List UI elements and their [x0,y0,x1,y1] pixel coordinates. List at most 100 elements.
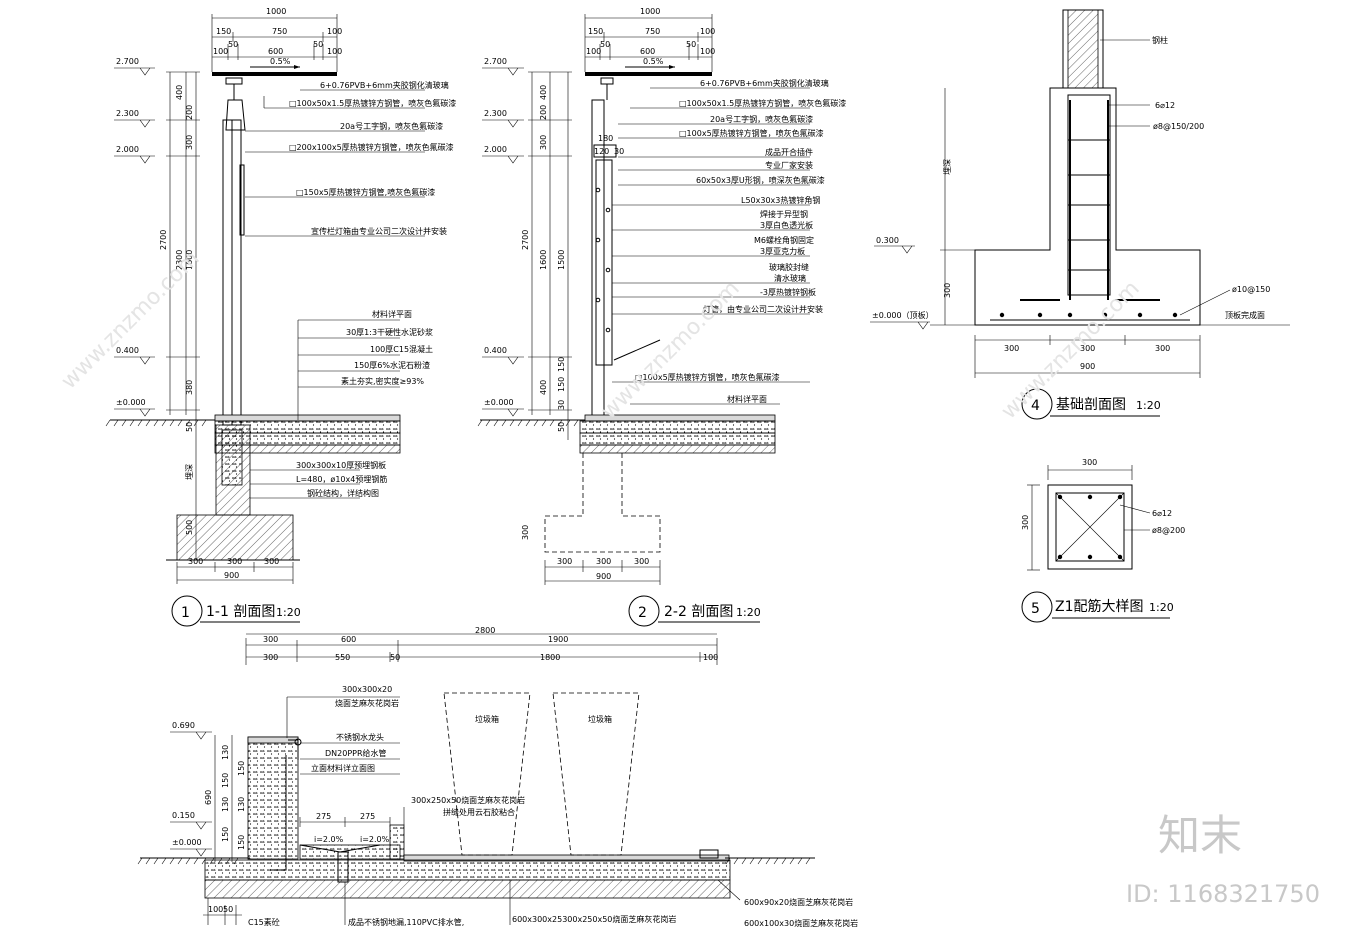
svg-text:2-2 剖面图: 2-2 剖面图 [664,604,733,620]
svg-text:150: 150 [237,835,246,850]
svg-text:成品不锈钢地漏,110PVC排水管,: 成品不锈钢地漏,110PVC排水管, [348,917,464,927]
svg-text:5: 5 [1031,601,1040,617]
svg-text:1:20: 1:20 [736,606,761,619]
svg-text:100: 100 [700,47,715,56]
svg-text:www.znzmo.com: www.znzmo.com [57,246,205,394]
svg-text:200: 200 [539,105,548,120]
s2-notes: 6+0.76PVB+6mm夹胶钢化清玻璃 □100x50x1.5厚热镀锌方钢管，… [612,78,846,405]
svg-text:Z1配筋大样图: Z1配筋大样图 [1055,598,1144,615]
svg-text:600: 600 [640,47,655,56]
s3-vert-dims: 690 130 150 130 150 150 130 150 [204,735,246,862]
svg-text:1600: 1600 [185,250,194,270]
svg-text:□100x5厚热镀锌方钢管，喷灰色氟碳漆: □100x5厚热镀锌方钢管，喷灰色氟碳漆 [679,128,824,138]
svg-text:6⌀12: 6⌀12 [1155,101,1175,110]
svg-text:550: 550 [335,653,350,662]
svg-text:100: 100 [327,47,342,56]
s2-vert-dims: 2700 400 200 300 1600 1500 400 150 150 5… [521,71,624,540]
svg-text:立面材料详立面图: 立面材料详立面图 [311,763,375,773]
svg-text:300: 300 [521,525,530,540]
svg-text:1: 1 [181,605,190,621]
svg-text:600: 600 [341,635,356,644]
svg-text:150: 150 [557,377,566,392]
svg-text:烧面芝麻灰花岗岩: 烧面芝麻灰花岗岩 [335,698,399,708]
svg-text:1:20: 1:20 [276,606,301,619]
watermark: www.znzmo.com www.znzmo.com www.znzmo.co… [57,246,1320,908]
svg-text:50: 50 [686,40,696,49]
svg-text:2.700: 2.700 [484,57,507,66]
svg-text:1-1 剖面图: 1-1 剖面图 [206,604,275,620]
svg-text:埋深: 埋深 [942,159,952,175]
s1-levels: 2.700 2.300 2.000 0.400 ±0.000 [114,57,155,417]
svg-text:900: 900 [1080,362,1095,371]
svg-text:300: 300 [1021,515,1030,530]
svg-text:3厚亚克力板: 3厚亚克力板 [760,246,805,256]
svg-text:300: 300 [943,283,952,298]
svg-text:30: 30 [614,147,624,156]
logo-watermark: 知末 [1158,811,1242,860]
svg-text:100: 100 [213,47,228,56]
svg-text:成品开合插件: 成品开合插件 [765,147,813,157]
svg-text:750: 750 [645,27,660,36]
svg-text:300: 300 [1082,458,1097,467]
s3-levels: 0.690 0.150 ±0.000 [170,721,212,857]
svg-text:钢砼结构，详结构图: 钢砼结构，详结构图 [307,488,379,498]
svg-text:50: 50 [223,905,233,914]
svg-text:2.300: 2.300 [484,109,507,118]
svg-text:300: 300 [1155,344,1170,353]
svg-text:1500: 1500 [557,250,566,270]
svg-text:□200x100x5厚热镀锌方钢管，喷灰色氟碳漆: □200x100x5厚热镀锌方钢管，喷灰色氟碳漆 [289,142,454,152]
svg-text:300: 300 [227,557,242,566]
svg-text:900: 900 [596,572,611,581]
svg-text:顶板完成面: 顶板完成面 [1225,310,1265,320]
svg-text:ø8@150/200: ø8@150/200 [1153,122,1204,131]
svg-text:275: 275 [360,812,375,821]
svg-text:300: 300 [634,557,649,566]
svg-text:100: 100 [700,27,715,36]
svg-text:DN20PPR给水管: DN20PPR给水管 [325,748,387,758]
svg-text:300: 300 [263,653,278,662]
svg-text:100: 100 [327,27,342,36]
svg-text:600: 600 [268,47,283,56]
s1-title: 1 1-1 剖面图 1:20 [171,595,301,627]
svg-text:M6螺栓角钢固定: M6螺栓角钢固定 [754,235,814,245]
svg-text:400: 400 [539,380,548,395]
svg-text:600x100x30烧面芝麻灰花岗岩: 600x100x30烧面芝麻灰花岗岩 [744,918,858,928]
s1-notes: 6+0.76PVB+6mm夹胶钢化清玻璃 □100x50x1.5厚热镀锌方钢管，… [245,80,456,499]
svg-text:300: 300 [1004,344,1019,353]
svg-text:L50x30x3热镀锌角钢: L50x30x3热镀锌角钢 [741,195,820,205]
svg-text:0.300: 0.300 [876,236,899,245]
svg-text:100: 100 [586,47,601,56]
s1-vert-dims: 2700 2300 400 200 300 1600 380 50 埋深 500 [159,71,200,560]
svg-text:0.5%: 0.5% [270,57,291,66]
svg-text:0.5%: 0.5% [643,57,664,66]
svg-text:2800: 2800 [475,626,495,635]
svg-text:素土夯实,密实度≥93%: 素土夯实,密实度≥93% [341,376,424,386]
svg-text:6⌀12: 6⌀12 [1152,509,1172,518]
svg-text:2300: 2300 [175,250,184,270]
svg-text:□150x5厚热镀锌方钢管,喷灰色氟碳漆: □150x5厚热镀锌方钢管,喷灰色氟碳漆 [296,187,435,197]
svg-text:130: 130 [221,797,230,812]
svg-text:150: 150 [221,827,230,842]
svg-text:30: 30 [557,400,566,410]
svg-text:0.150: 0.150 [172,811,195,820]
svg-text:垃圾箱: 垃圾箱 [588,714,612,724]
svg-text:4: 4 [1031,398,1040,414]
svg-text:1000: 1000 [266,7,286,16]
svg-text:100: 100 [208,905,223,914]
s2-top-dims: 1000 150 750 100 50 600 50 100 100 0.5% [584,7,715,72]
svg-text:□100x5厚热镀锌方钢管，喷灰色氟碳漆: □100x5厚热镀锌方钢管，喷灰色氟碳漆 [635,372,780,382]
svg-text:600x90x20烧面芝麻灰花岗岩: 600x90x20烧面芝麻灰花岗岩 [744,897,853,907]
svg-text:300: 300 [596,557,611,566]
svg-text:150: 150 [237,761,246,776]
section-4-foundation: 钢柱 6⌀12 ø8@150/200 ø10@150 顶板完成面 埋深 300 … [870,9,1290,420]
svg-text:130: 130 [221,745,230,760]
svg-text:±0.000（顶板）: ±0.000（顶板） [872,310,934,320]
s1-top-dims: 1000 150 750 100 50 600 50 100 100 0.5% [211,7,342,72]
svg-text:6+0.76PVB+6mm夹胶钢化清玻璃: 6+0.76PVB+6mm夹胶钢化清玻璃 [320,80,449,90]
svg-text:2700: 2700 [521,230,530,250]
svg-text:1600: 1600 [539,250,548,270]
svg-text:材料详平面: 材料详平面 [727,394,767,404]
svg-text:300: 300 [557,557,572,566]
svg-text:100: 100 [703,653,718,662]
